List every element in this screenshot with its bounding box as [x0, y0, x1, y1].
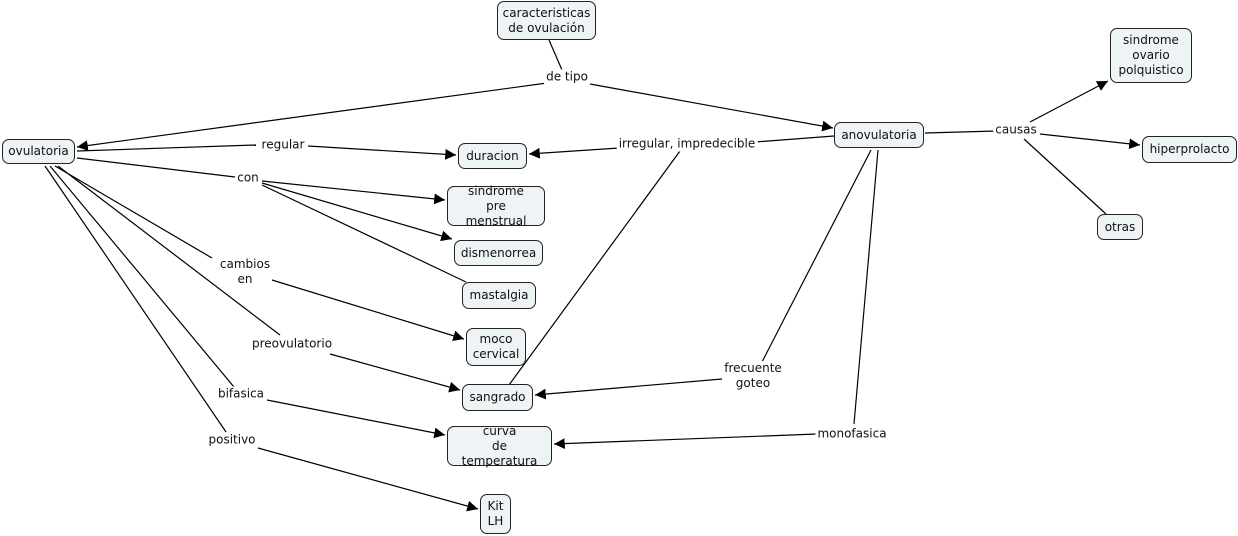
line-con-mastalgia: [261, 184, 467, 283]
arrow-con-dismenorrea: [261, 182, 453, 242]
link-label-irregular-impredecible[interactable]: irregular, impredecible: [616, 136, 758, 152]
arrow-frecuente-sangrado: [534, 378, 723, 400]
line-anovulatoria-irregular: [754, 135, 835, 143]
link-label-monofasica[interactable]: monofasica: [815, 426, 889, 442]
line-ovulatoria-regular: [76, 144, 257, 152]
arrow-de-tipo-anovulatoria: [589, 83, 834, 132]
node-mastalgia[interactable]: mastalgia: [462, 282, 536, 309]
node-curva-de-temperatura[interactable]: curva de temperatura: [447, 424, 552, 468]
arrow-monofasica-curva: [553, 433, 818, 449]
link-label-con[interactable]: con: [235, 170, 261, 186]
node-kit-lh[interactable]: Kit LH: [480, 494, 511, 534]
node-sindrome-ovario-polquistico[interactable]: sindrome ovario polquistico: [1110, 28, 1192, 83]
arrow-con-sindrome: [261, 180, 446, 205]
arrow-positivo-kit: [257, 447, 479, 512]
node-otras[interactable]: otras: [1097, 214, 1143, 240]
node-hiperprolacto[interactable]: hiperprolacto: [1142, 136, 1237, 163]
line-ovulatoria-preovulatorio: [57, 165, 281, 336]
node-anovulatoria[interactable]: anovulatoria: [834, 122, 924, 148]
link-label-preovulatorio[interactable]: preovulatorio: [249, 336, 335, 352]
link-label-bifasica[interactable]: bifasica: [215, 386, 267, 402]
link-label-regular[interactable]: regular: [259, 137, 307, 153]
node-caracteristicas-de-ovulacion[interactable]: caracteristicas de ovulación: [497, 1, 596, 40]
arrow-causas-sop: [1029, 80, 1109, 123]
line-ovulatoria-positivo: [44, 165, 227, 433]
link-label-cambios-en[interactable]: cambios en: [217, 257, 273, 287]
node-sangrado[interactable]: sangrado: [462, 384, 533, 411]
link-label-causas[interactable]: causas: [993, 122, 1039, 138]
arrow-causas-hiperprolacto: [1039, 133, 1141, 150]
node-moco-cervical[interactable]: moco cervical: [466, 328, 526, 366]
arrow-preovulatorio-sangrado: [329, 353, 461, 393]
node-dismenorrea[interactable]: dismenorrea: [454, 240, 543, 266]
line-ovulatoria-bifasica: [49, 165, 235, 388]
link-label-de-tipo[interactable]: de tipo: [544, 69, 590, 85]
line-causas-otras: [1023, 138, 1107, 215]
node-duracion[interactable]: duracion: [458, 143, 527, 169]
line-anovulatoria-causas: [924, 130, 997, 134]
link-label-frecuente-goteo[interactable]: frecuente goteo: [722, 361, 784, 391]
node-ovulatoria[interactable]: ovulatoria: [2, 139, 75, 164]
line-anovulatoria-monofasica: [853, 149, 879, 425]
arrow-irregular-duracion: [528, 147, 620, 159]
line-caracteristicas-de-tipo: [548, 39, 563, 71]
link-label-positivo[interactable]: positivo: [206, 432, 258, 448]
line-ovulatoria-cambios: [54, 165, 213, 259]
line-ovulatoria-con: [76, 157, 236, 178]
arrow-bifasica-curva: [266, 399, 446, 439]
node-sindrome-pre-menstrual[interactable]: sindrome pre menstrual: [447, 184, 545, 228]
arrow-cambios-moco: [271, 279, 465, 341]
arrow-regular-duracion: [307, 145, 457, 160]
arrow-de-tipo-ovulatoria: [76, 82, 548, 151]
line-irregular-sangrado: [508, 150, 681, 386]
line-anovulatoria-frecuente: [761, 149, 872, 363]
